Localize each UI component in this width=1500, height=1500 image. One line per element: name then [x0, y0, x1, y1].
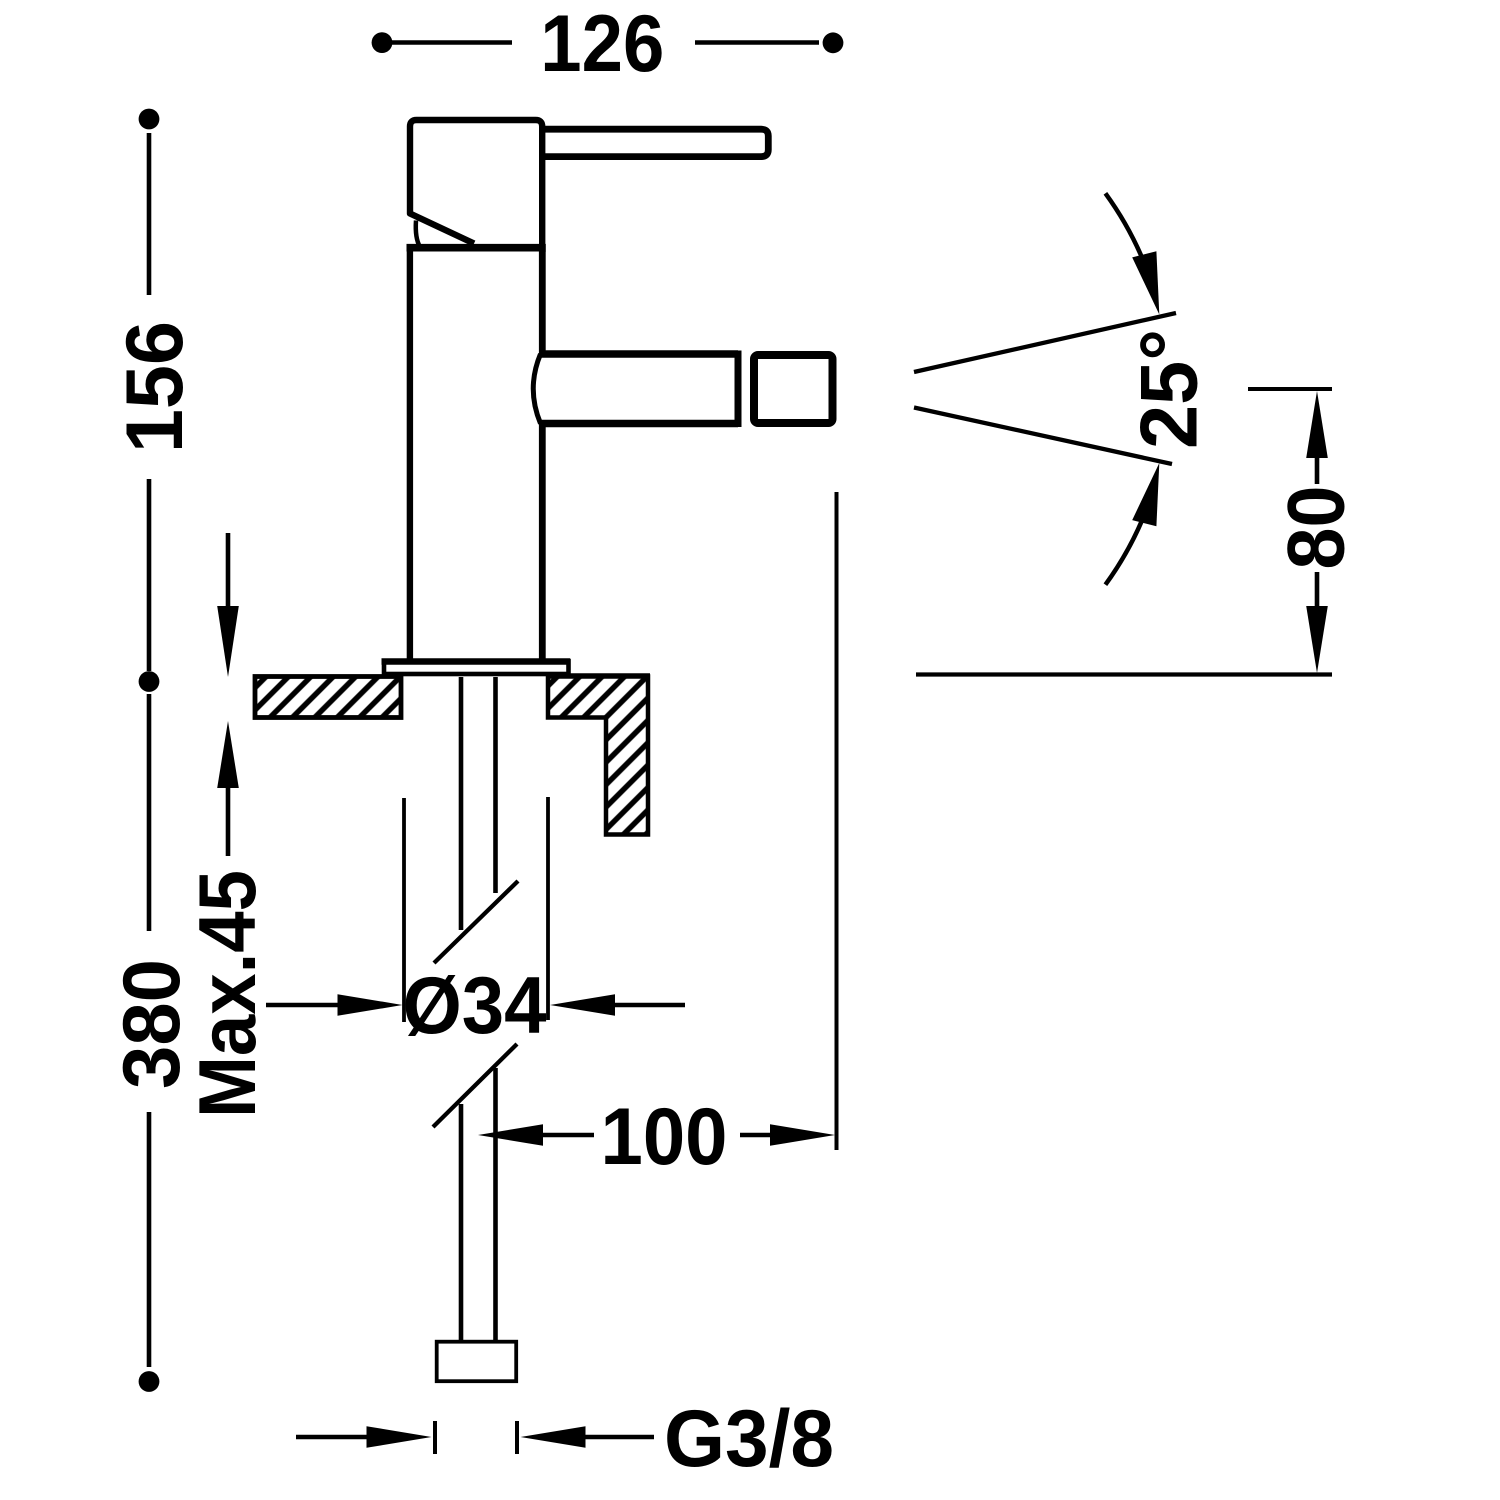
svg-text:G3/8: G3/8 — [664, 1394, 834, 1484]
svg-text:126: 126 — [540, 0, 664, 89]
svg-text:156: 156 — [110, 321, 200, 453]
svg-text:25°: 25° — [1125, 329, 1215, 449]
svg-text:100: 100 — [601, 1092, 728, 1182]
svg-text:Max.45: Max.45 — [183, 870, 273, 1118]
svg-text:80: 80 — [1272, 486, 1362, 570]
svg-text:Ø34: Ø34 — [403, 961, 547, 1051]
svg-text:380: 380 — [107, 959, 197, 1089]
